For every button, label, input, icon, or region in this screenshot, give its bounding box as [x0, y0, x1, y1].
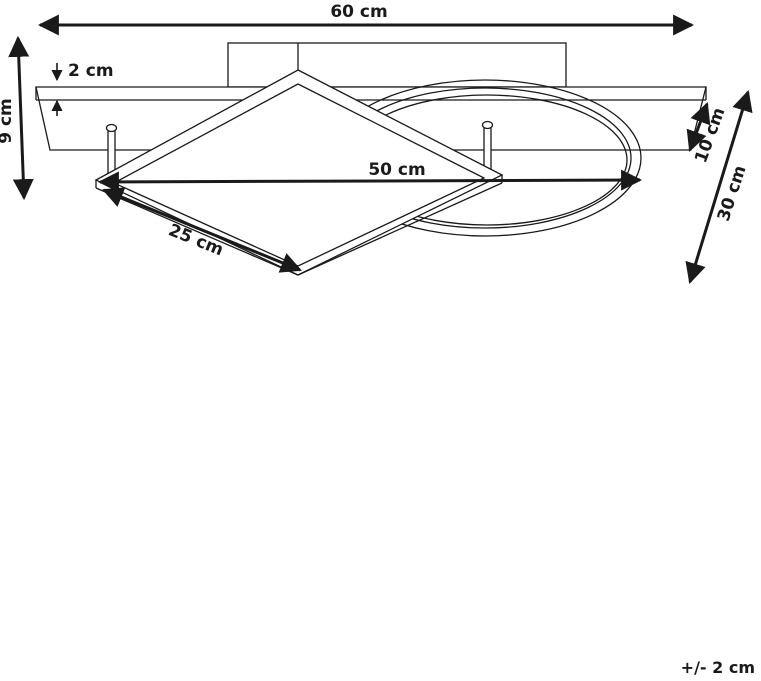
tolerance-note: +/- 2 cm	[680, 658, 755, 677]
dimension-total-width: 60 cm	[37, 2, 695, 36]
label-total-width: 60 cm	[330, 2, 387, 22]
label-fixture-depth: 30 cm	[714, 163, 751, 224]
label-total-height: 9 cm	[0, 98, 16, 144]
dimension-total-height: 9 cm	[0, 35, 34, 201]
dimension-span-width: 50 cm	[97, 160, 643, 193]
label-span-width: 50 cm	[368, 160, 425, 180]
support-rod-right	[481, 120, 494, 174]
label-plate-thickness: 2 cm	[68, 61, 114, 81]
dimension-plate-thickness: 2 cm	[51, 61, 114, 116]
